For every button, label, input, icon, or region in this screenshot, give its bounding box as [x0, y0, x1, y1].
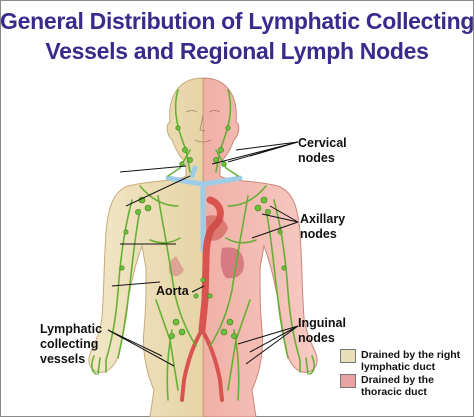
- face-features: [185, 110, 221, 143]
- leader-lymphatic-vessels: [107, 329, 175, 367]
- leader-inguinal: [237, 325, 299, 365]
- axillary-label-line-2: nodes: [300, 227, 337, 241]
- body-right-region: [88, 77, 203, 417]
- legend-thoracic-duct: Drained by the thoracic duct: [340, 374, 434, 398]
- lymphatic-label-line-1: Lymphatic: [40, 322, 103, 336]
- leader-cervical: [211, 141, 299, 165]
- title-line-1: General Distribution of Lymphatic Collec…: [0, 8, 474, 34]
- title-line-2: Vessels and Regional Lymph Nodes: [45, 38, 429, 64]
- leader-right-axilla: [111, 243, 176, 287]
- legend-swatch-right-duct: [340, 349, 356, 363]
- lymphatic-label-line-3: vessels: [40, 352, 86, 366]
- inguinal-label-line-1: Inguinal: [298, 316, 346, 330]
- lymphatic-label-line-2: collecting: [40, 337, 99, 351]
- inguinal-label-line-2: nodes: [298, 331, 335, 345]
- leader-axillary: [251, 205, 299, 239]
- cervical-nodes-label: Cervical nodes: [298, 136, 347, 166]
- axillary-nodes-label: Axillary nodes: [300, 212, 345, 242]
- heart-hint: [206, 215, 228, 241]
- cervical-label-line-2: nodes: [298, 151, 335, 165]
- figure-title: General Distribution of Lymphatic Collec…: [0, 6, 474, 66]
- right-kidney-hint: [168, 256, 184, 277]
- body-left-region: [203, 77, 318, 417]
- cervical-label-line-1: Cervical: [298, 136, 347, 150]
- lymph-nodes: [119, 125, 287, 339]
- iliac-vessels: [180, 328, 224, 402]
- leader-lines: [107, 141, 299, 367]
- legend-text-right-duct: Drained by the right lymphatic duct: [361, 349, 461, 373]
- leader-aorta: [191, 285, 205, 293]
- aorta-label: Aorta: [156, 284, 189, 299]
- lymphatic-vessels-label: Lymphatic collecting vessels: [40, 322, 102, 367]
- leader-right-neck: [119, 165, 191, 207]
- legend-swatch-thoracic-duct: [340, 374, 356, 388]
- legend-right-lymphatic-duct: Drained by the right lymphatic duct: [340, 349, 460, 373]
- lymph-vessel-network: [91, 89, 315, 401]
- aorta-label-text: Aorta: [156, 284, 189, 298]
- axillary-label-line-1: Axillary: [300, 212, 346, 226]
- inguinal-nodes-label: Inguinal nodes: [298, 316, 346, 346]
- legend-text-thoracic-duct: Drained by the thoracic duct: [361, 374, 434, 398]
